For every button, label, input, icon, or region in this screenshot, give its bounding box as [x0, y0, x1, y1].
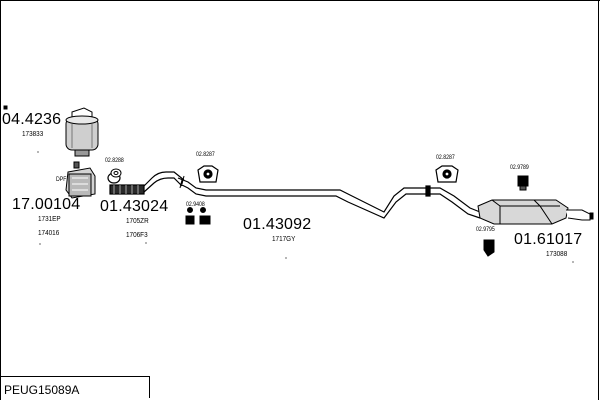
- part-code-label: PEUG15089A: [4, 383, 80, 397]
- mount-02-9789: [517, 175, 529, 191]
- part-ref-173833: 173833: [22, 129, 44, 138]
- fitting-number-02-8287-a: 02.8287: [196, 151, 215, 158]
- fitting-number-02-8288: 02.8288: [105, 157, 124, 164]
- frame-right-edge: [598, 0, 599, 400]
- front-pipe-drawing: [107, 171, 185, 195]
- hanger-02-9795: [483, 239, 495, 257]
- clamp-02-8287-a: [197, 165, 219, 183]
- fitting-number-02-9408: 02.9408: [186, 201, 205, 208]
- part-code-box: PEUG15089A: [0, 376, 150, 398]
- part-ref-173088: 173088: [546, 249, 568, 258]
- fitting-number-02-8287-b: 02.8287: [436, 154, 455, 161]
- clamp-02-9408: [185, 207, 211, 225]
- part-ref-1705zr: 1705ZR: [126, 216, 149, 225]
- frame-top-edge: [0, 0, 600, 1]
- part-ref-1706f3: 1706F3: [126, 230, 148, 239]
- leader-dots: [37, 151, 574, 263]
- dpf-badge: DPF: [56, 176, 67, 183]
- catalyst-drawing: [3, 105, 99, 157]
- clamp-02-8287-b: [435, 165, 459, 183]
- part-ref-1731ep: 1731EP: [38, 214, 61, 223]
- rear-silencer-drawing: [477, 199, 594, 225]
- part-number-17-00104: 17.00104: [12, 196, 81, 213]
- dpf-drawing: [65, 161, 96, 199]
- frame-left-edge: [0, 0, 1, 400]
- part-number-01-43024: 01.43024: [100, 198, 169, 215]
- part-ref-174016: 174016: [38, 228, 60, 237]
- part-number-04-4236: 04.4236: [2, 111, 62, 128]
- part-number-01-61017: 01.61017: [514, 231, 583, 248]
- gasket-02-8288: [110, 168, 122, 178]
- middle-pipe-drawing: [177, 175, 481, 219]
- part-ref-1717gy: 1717GY: [272, 234, 296, 243]
- part-number-01-43092: 01.43092: [243, 216, 312, 233]
- fitting-number-02-9789: 02.9789: [510, 164, 529, 171]
- fitting-number-02-9795: 02.9795: [476, 226, 495, 233]
